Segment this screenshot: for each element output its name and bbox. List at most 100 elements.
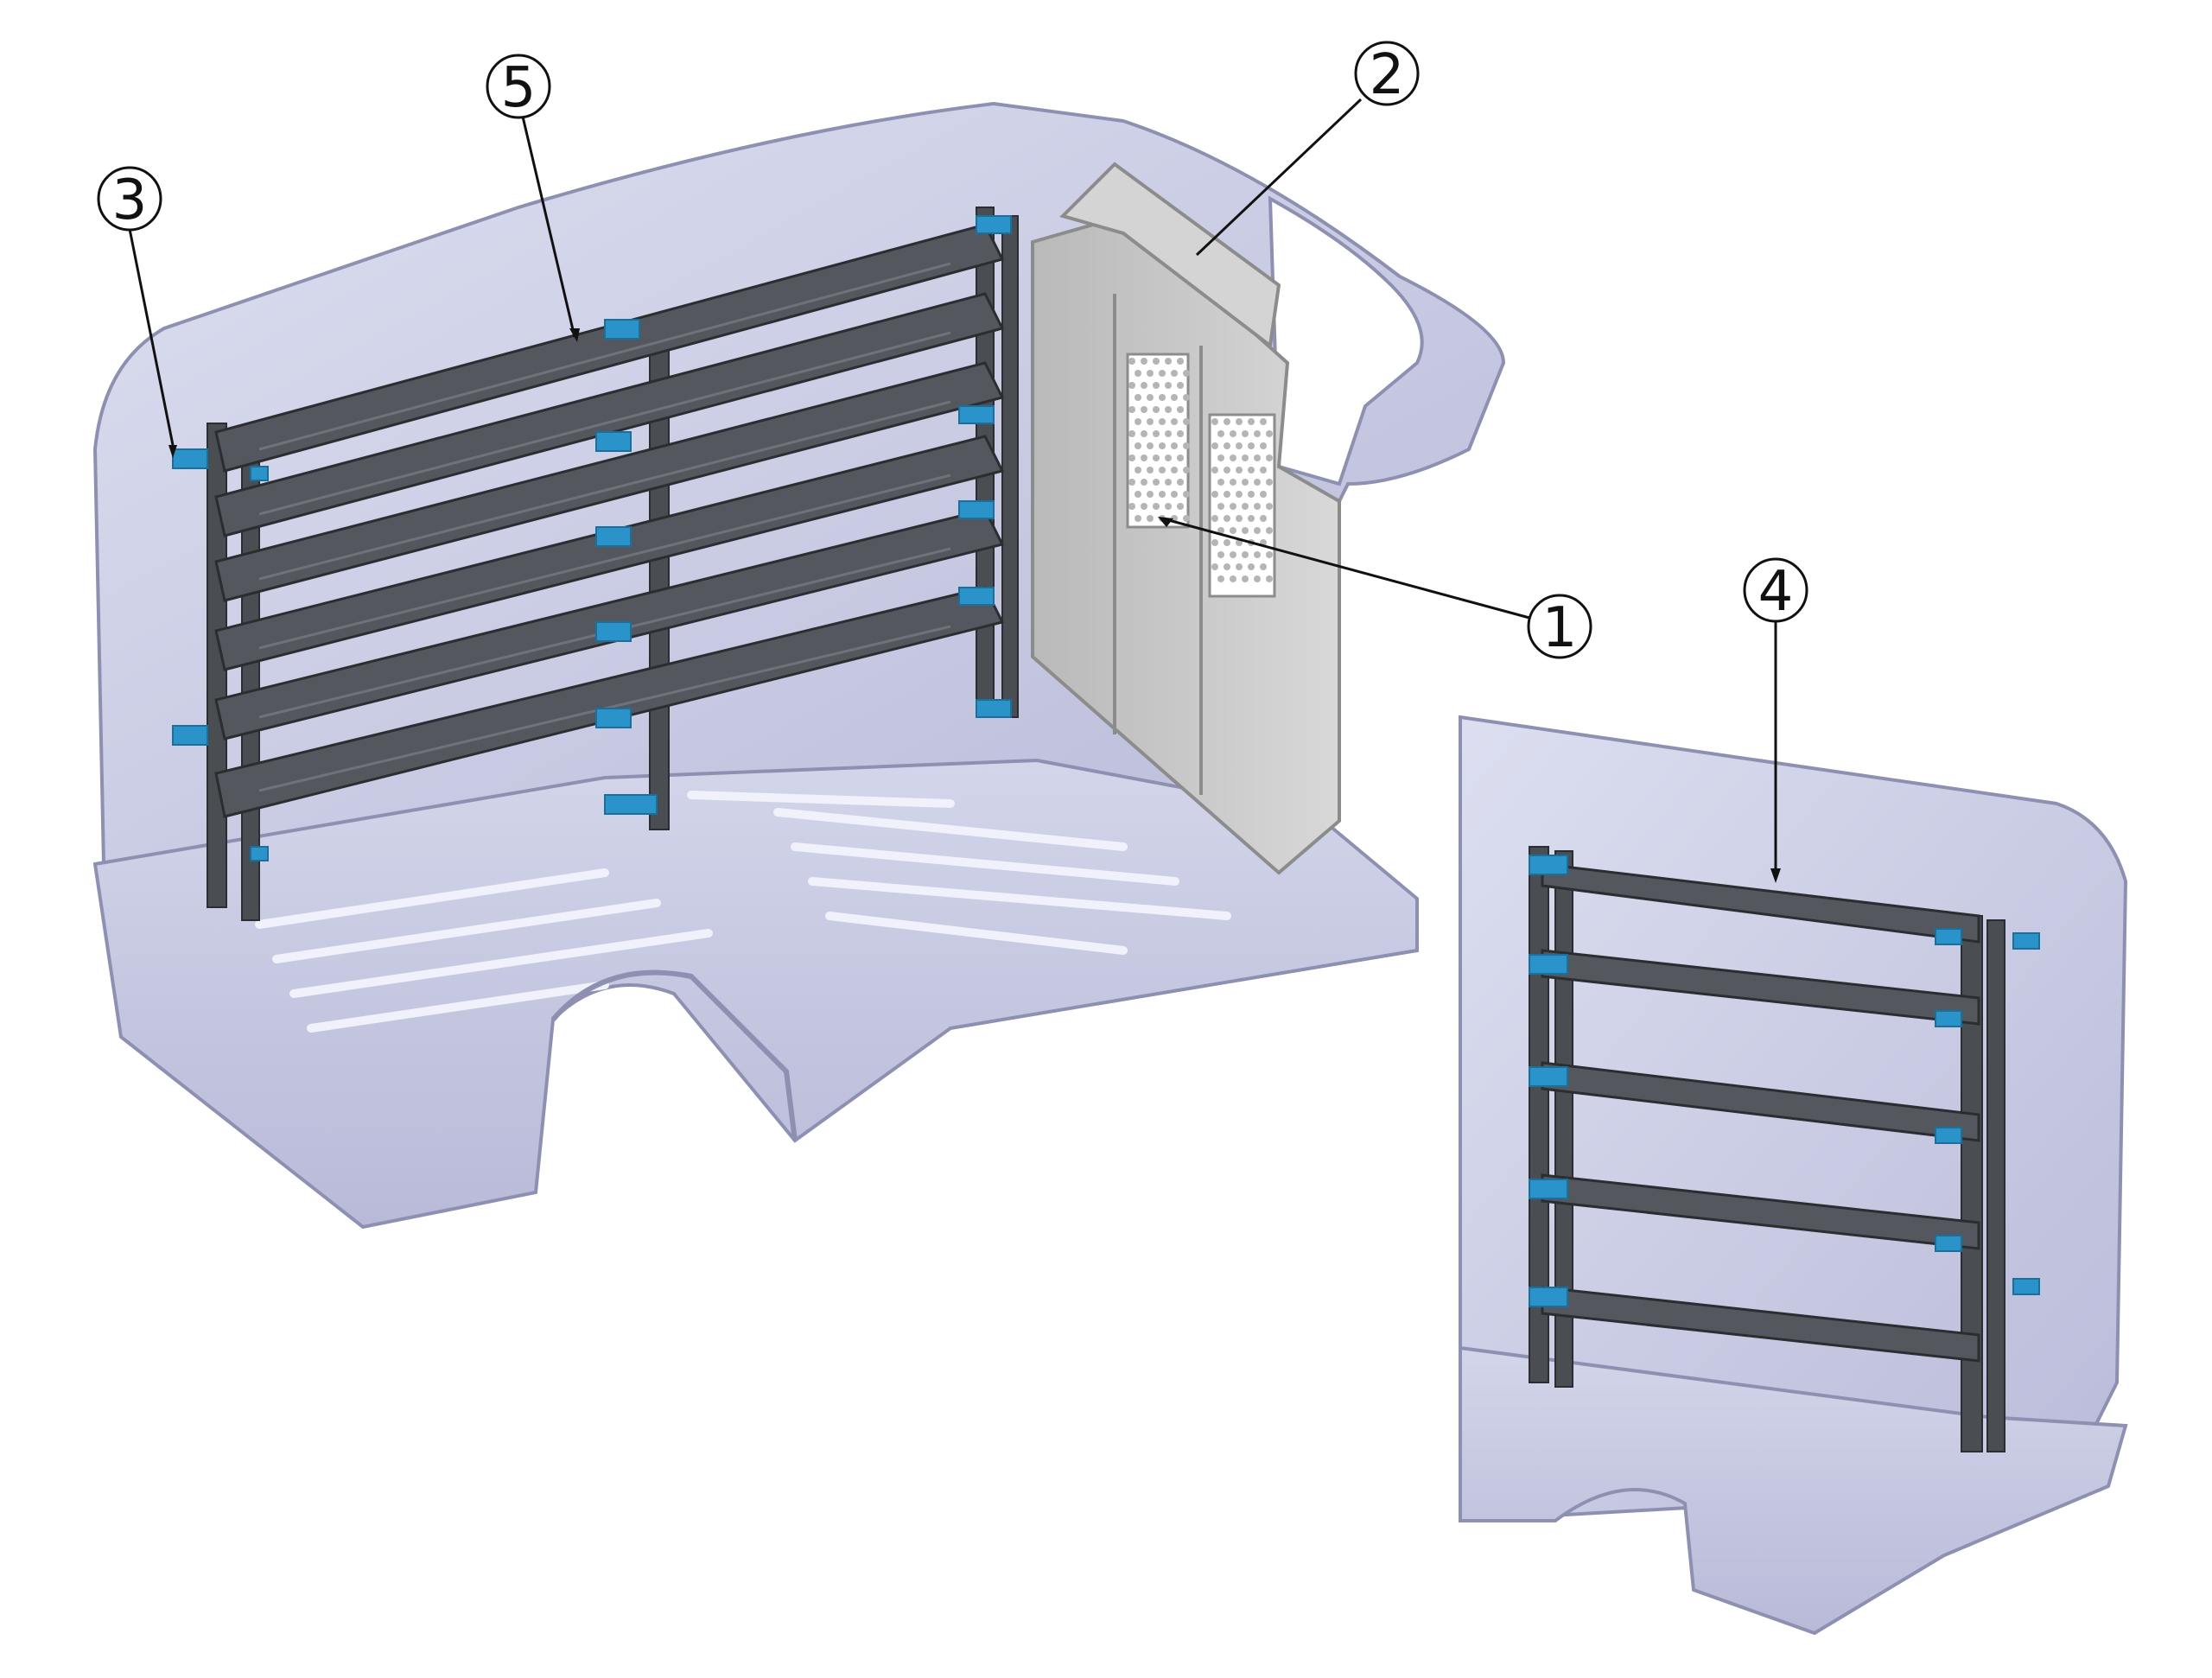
perforation-dot: [1254, 575, 1261, 582]
perforation-dot: [1230, 430, 1236, 437]
brackets-blue-detail: [1529, 855, 2040, 1307]
perforation-dot: [1211, 467, 1218, 474]
perforation-dot: [1242, 575, 1249, 582]
perforation-dot: [1254, 527, 1261, 534]
perforation-dot: [1141, 479, 1147, 486]
callout-4-label: 4: [1758, 560, 1794, 624]
perforation-dot: [1153, 358, 1160, 365]
callout-5: 5: [486, 54, 551, 120]
perforation-dot: [1230, 575, 1236, 582]
perforation-dot: [1128, 430, 1135, 437]
perforation-dot: [1266, 454, 1273, 461]
perforation-dot: [1242, 454, 1249, 461]
perforation-dot: [1260, 418, 1267, 425]
perforation-dot: [1211, 515, 1218, 522]
perforation-dot: [1128, 479, 1135, 486]
callout-1-label: 1: [1542, 596, 1578, 660]
perforation-dot: [1165, 406, 1172, 413]
perforation-dot: [1153, 406, 1160, 413]
wheel-well: [550, 969, 798, 1141]
brackets-blue-main: [172, 215, 1012, 861]
perforation-dot: [1224, 442, 1230, 449]
perforation-dot: [1242, 551, 1249, 558]
perforation-dot: [1230, 527, 1236, 534]
perforation-dot: [1165, 358, 1172, 365]
perforation-dot: [1211, 563, 1218, 570]
perforation-dot: [1183, 418, 1190, 425]
perforation-dot: [1171, 467, 1178, 474]
detail-upright-right-rear: [1986, 919, 2005, 1452]
detail-floor: [1459, 1345, 2128, 1636]
perforation-dot: [1230, 551, 1236, 558]
perforation-dot: [1236, 563, 1243, 570]
perforation-dot: [1242, 479, 1249, 486]
perforation-dot: [1153, 454, 1160, 461]
perforated-window-left: [1126, 353, 1190, 529]
perforation-dot: [1266, 551, 1273, 558]
perforation-dot: [1266, 479, 1273, 486]
perforation-dot: [1266, 503, 1273, 510]
perforation-dot: [1248, 442, 1255, 449]
perforation-dot: [1236, 418, 1243, 425]
perforation-dot: [1183, 442, 1190, 449]
perforation-dot: [1147, 491, 1154, 498]
perforation-dot: [1147, 418, 1154, 425]
perforation-dot: [1141, 406, 1147, 413]
perforation-dot: [1159, 467, 1166, 474]
perforation-dot: [1141, 430, 1147, 437]
perforation-dot: [1128, 503, 1135, 510]
perforation-dot: [1159, 394, 1166, 401]
perforation-dot: [1135, 491, 1141, 498]
perforation-dot: [1260, 491, 1267, 498]
callout-3: 3: [97, 166, 162, 232]
detail-upright-left: [1529, 846, 1549, 1383]
leader-3: [128, 228, 175, 446]
perforation-dot: [1153, 430, 1160, 437]
perforation-dot: [1135, 394, 1141, 401]
perforation-dot: [1128, 382, 1135, 389]
perforation-dot: [1165, 382, 1172, 389]
perforation-dot: [1135, 370, 1141, 377]
perforation-dot: [1260, 563, 1267, 570]
perforation-dot: [1177, 382, 1184, 389]
perforation-dot: [1141, 358, 1147, 365]
perforation-dot: [1260, 442, 1267, 449]
van-interior-main: [92, 101, 1506, 1230]
perforation-dot: [1242, 527, 1249, 534]
perforation-dot: [1159, 370, 1166, 377]
callout-leaders: [128, 98, 1781, 883]
perforation-dot: [1266, 527, 1273, 534]
perforation-dot: [1165, 430, 1172, 437]
perforation-dot: [1217, 479, 1224, 486]
perforation-dot: [1128, 406, 1135, 413]
perforation-dot: [1177, 454, 1184, 461]
van-window-opening: [1268, 195, 1424, 486]
perforation-dot: [1260, 467, 1267, 474]
perforation-dot: [1183, 370, 1190, 377]
perforation-dot: [1159, 491, 1166, 498]
perforation-dot: [1147, 370, 1154, 377]
perforation-dot: [1135, 418, 1141, 425]
perforation-dot: [1254, 479, 1261, 486]
perforation-dot: [1254, 430, 1261, 437]
perforation-dot: [1236, 442, 1243, 449]
perforation-dot: [1224, 539, 1230, 546]
perforation-dot: [1224, 418, 1230, 425]
van-interior-detail: [1459, 715, 2128, 1636]
perforation-dot: [1183, 491, 1190, 498]
perforation-dot: [1177, 406, 1184, 413]
upright-right-rear: [1001, 215, 1019, 718]
perforation-dot: [1135, 467, 1141, 474]
perforation-dot: [1165, 503, 1172, 510]
leader-2: [1195, 98, 1363, 257]
perforation-dot: [1248, 491, 1255, 498]
perforation-dot: [1153, 503, 1160, 510]
perforation-dot: [1147, 467, 1154, 474]
callout-3-label: 3: [112, 168, 148, 232]
perforation-dot: [1224, 467, 1230, 474]
perforation-dot: [1171, 394, 1178, 401]
perforation-dot: [1141, 503, 1147, 510]
perforation-dot: [1224, 563, 1230, 570]
callout-4: 4: [1743, 557, 1808, 624]
detail-upright-left-rear: [1554, 850, 1573, 1388]
